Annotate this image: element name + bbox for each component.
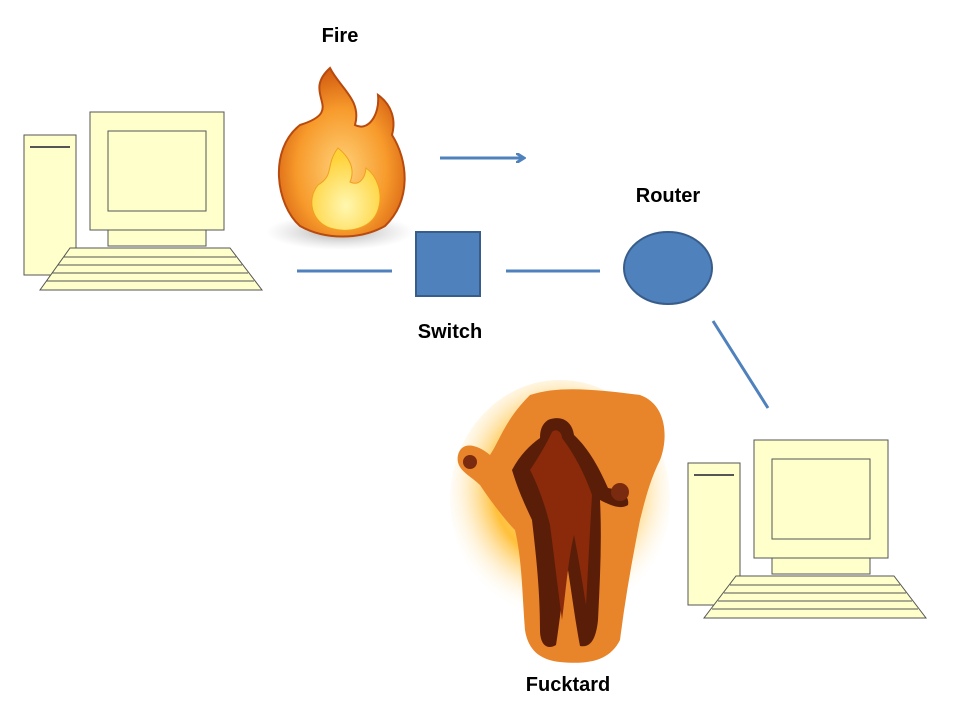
right-computer-icon bbox=[687, 439, 928, 619]
fire-label: Fire bbox=[321, 25, 359, 47]
burning-person-icon bbox=[450, 380, 670, 663]
fire-icon bbox=[266, 66, 414, 250]
left-computer-icon bbox=[23, 111, 264, 291]
keyboard bbox=[702, 575, 928, 619]
router-label: Router bbox=[635, 185, 701, 207]
link-router-pc bbox=[711, 320, 770, 409]
switch-label: Switch bbox=[417, 321, 483, 343]
switch-node bbox=[415, 231, 481, 297]
router-node bbox=[623, 231, 713, 305]
person-label: Fucktard bbox=[525, 674, 611, 696]
keyboard bbox=[39, 247, 264, 291]
